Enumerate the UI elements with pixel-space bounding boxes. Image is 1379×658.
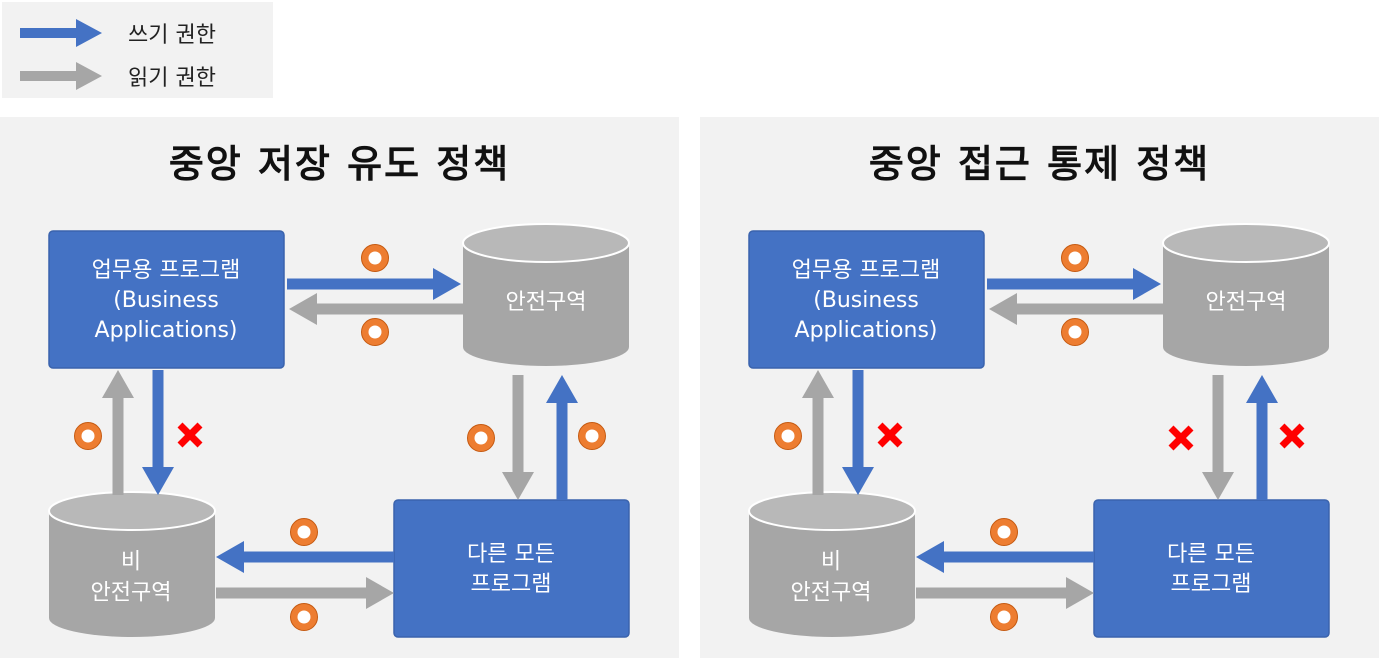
unsafe-zone-label-line: 안전구역 [791,581,872,606]
other-programs-label-line: 다른 모든 [1167,542,1255,567]
read-arrow-safe-to-other [502,375,534,500]
legend-write-label: 쓰기 권한 [128,23,216,48]
other-programs-label-line: 다른 모든 [467,542,555,567]
denied-x-icon [1279,423,1305,449]
safe-zone-cylinder: 안전구역 [462,223,630,366]
panel-title: 중앙 저장 유도 정책 [168,142,511,186]
read-arrow-icon [20,62,102,90]
unsafe-zone-label-line: 비 [121,550,141,575]
write-arrow-icon [20,19,102,47]
unsafe-zone-label-line: 비 [821,550,841,575]
business-app-label-line: 업무용 프로그램 [92,258,241,283]
other-programs-label-line: 프로그램 [1171,572,1252,597]
write-arrow-other-to-safe [546,375,578,500]
business-app-label-line: Applications) [95,318,238,343]
write-arrow-other-to-safe [1246,375,1278,500]
read-arrow-safe-to-other [1202,375,1234,500]
business-app-label-line: Applications) [795,318,938,343]
write-arrow-app-to-unsafe [842,370,874,495]
business-app-label-line: (Business [813,288,919,313]
allowed-o-icon [290,518,318,546]
denied-x-icon [877,422,903,448]
read-arrow-unsafe-to-app [102,370,134,495]
allowed-o-icon [1061,318,1089,346]
read-arrow-unsafe-to-app [802,370,834,495]
denied-x-icon [1168,425,1194,451]
read-arrow-unsafe-to-other [916,577,1094,609]
business-app-label-line: (Business [113,288,219,313]
legend-write: 쓰기 권한 [20,15,216,51]
allowed-o-icon [361,244,389,272]
business-app-label-line: 업무용 프로그램 [792,258,941,283]
safe-zone-cylinder: 안전구역 [1162,223,1330,366]
write-arrow-app-to-safe [987,268,1161,300]
legend: 쓰기 권한 읽기 권한 [2,2,273,98]
read-arrow-unsafe-to-other [216,577,394,609]
allowed-o-icon [467,424,495,452]
allowed-o-icon [290,603,318,631]
read-arrow-safe-to-app [989,293,1163,325]
legend-read: 읽기 권한 [20,58,216,94]
read-arrow-safe-to-app [289,293,463,325]
write-arrow-other-to-unsafe [216,541,394,573]
allowed-o-icon [578,422,606,450]
safe-zone-label-line: 안전구역 [1206,290,1287,315]
unsafe-zone-label-line: 안전구역 [91,581,172,606]
other-programs-label-line: 프로그램 [471,572,552,597]
allowed-o-icon [1061,244,1089,272]
write-arrow-other-to-unsafe [916,541,1094,573]
allowed-o-icon [74,422,102,450]
allowed-o-icon [990,603,1018,631]
allowed-o-icon [361,318,389,346]
panel-title: 중앙 접근 통제 정책 [868,142,1211,186]
safe-zone-label: 안전구역 [506,290,587,315]
write-arrow-app-to-safe [287,268,461,300]
safe-zone-label: 안전구역 [1206,290,1287,315]
legend-read-label: 읽기 권한 [128,66,216,91]
allowed-o-icon [774,422,802,450]
allowed-o-icon [990,518,1018,546]
write-arrow-app-to-unsafe [142,370,174,495]
safe-zone-label-line: 안전구역 [506,290,587,315]
denied-x-icon [177,422,203,448]
